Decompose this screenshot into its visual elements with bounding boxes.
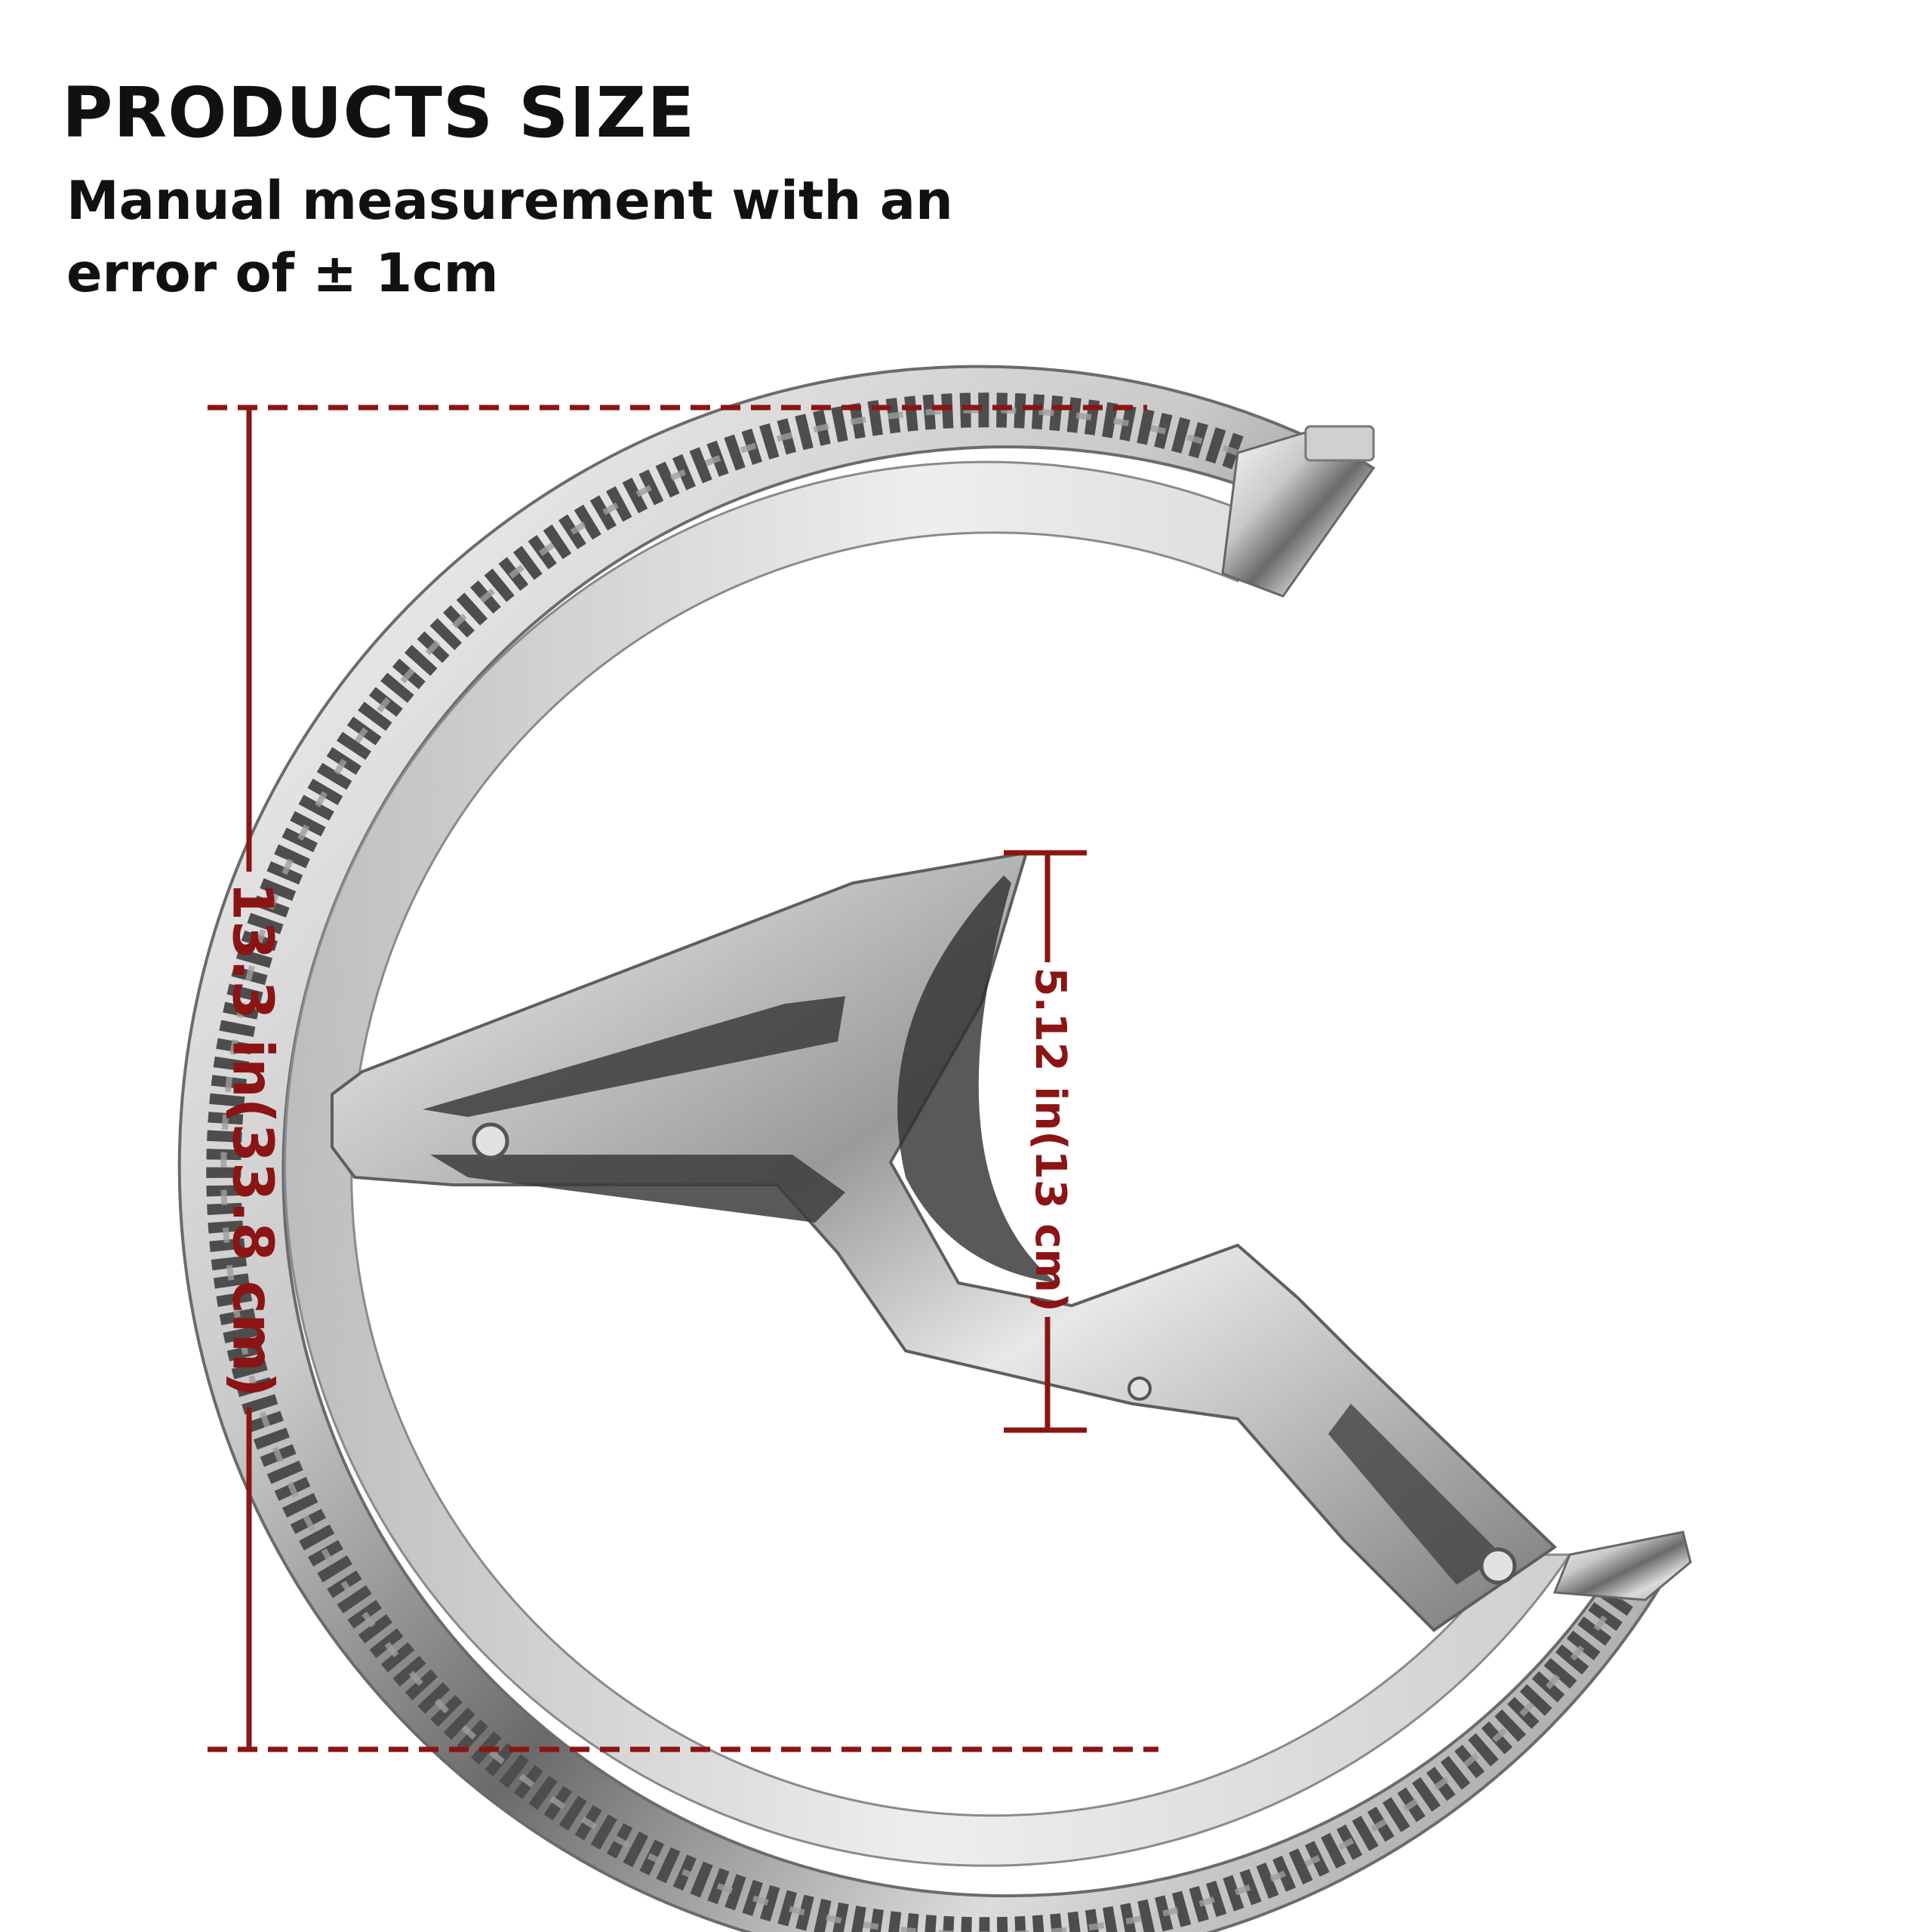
arm-slot-upper	[423, 996, 845, 1117]
measurement-note-line-1: Manual measurement with an	[66, 170, 953, 232]
measurement-note-line-2: error of ± 1cm	[66, 242, 499, 304]
page-title: PRODUCTS SIZE	[62, 72, 696, 153]
inner-label: 5.12 in(13 cm)	[1026, 968, 1075, 1312]
height-dimension	[208, 405, 1158, 1752]
measurement-note: Manual measurement with an error of ± 1c…	[66, 165, 1123, 309]
led-strip	[206, 392, 1660, 1932]
arm-lower-slot	[1328, 1404, 1502, 1585]
top-connector	[1304, 425, 1375, 462]
top-end-cap	[1221, 429, 1376, 598]
height-label: 13.3 in(33.8 cm)	[220, 881, 285, 1397]
bolt-middle	[1128, 1377, 1152, 1401]
inner-ring	[284, 460, 1572, 1867]
bolt-left	[472, 1122, 509, 1160]
inner-dimension	[1004, 850, 1087, 1433]
arm-slot-lower	[430, 1155, 845, 1223]
product-image	[177, 365, 1692, 1932]
bolt-right	[1479, 1547, 1517, 1585]
bottom-end-cap	[1552, 1531, 1692, 1601]
arm-crescent	[897, 875, 1057, 1283]
